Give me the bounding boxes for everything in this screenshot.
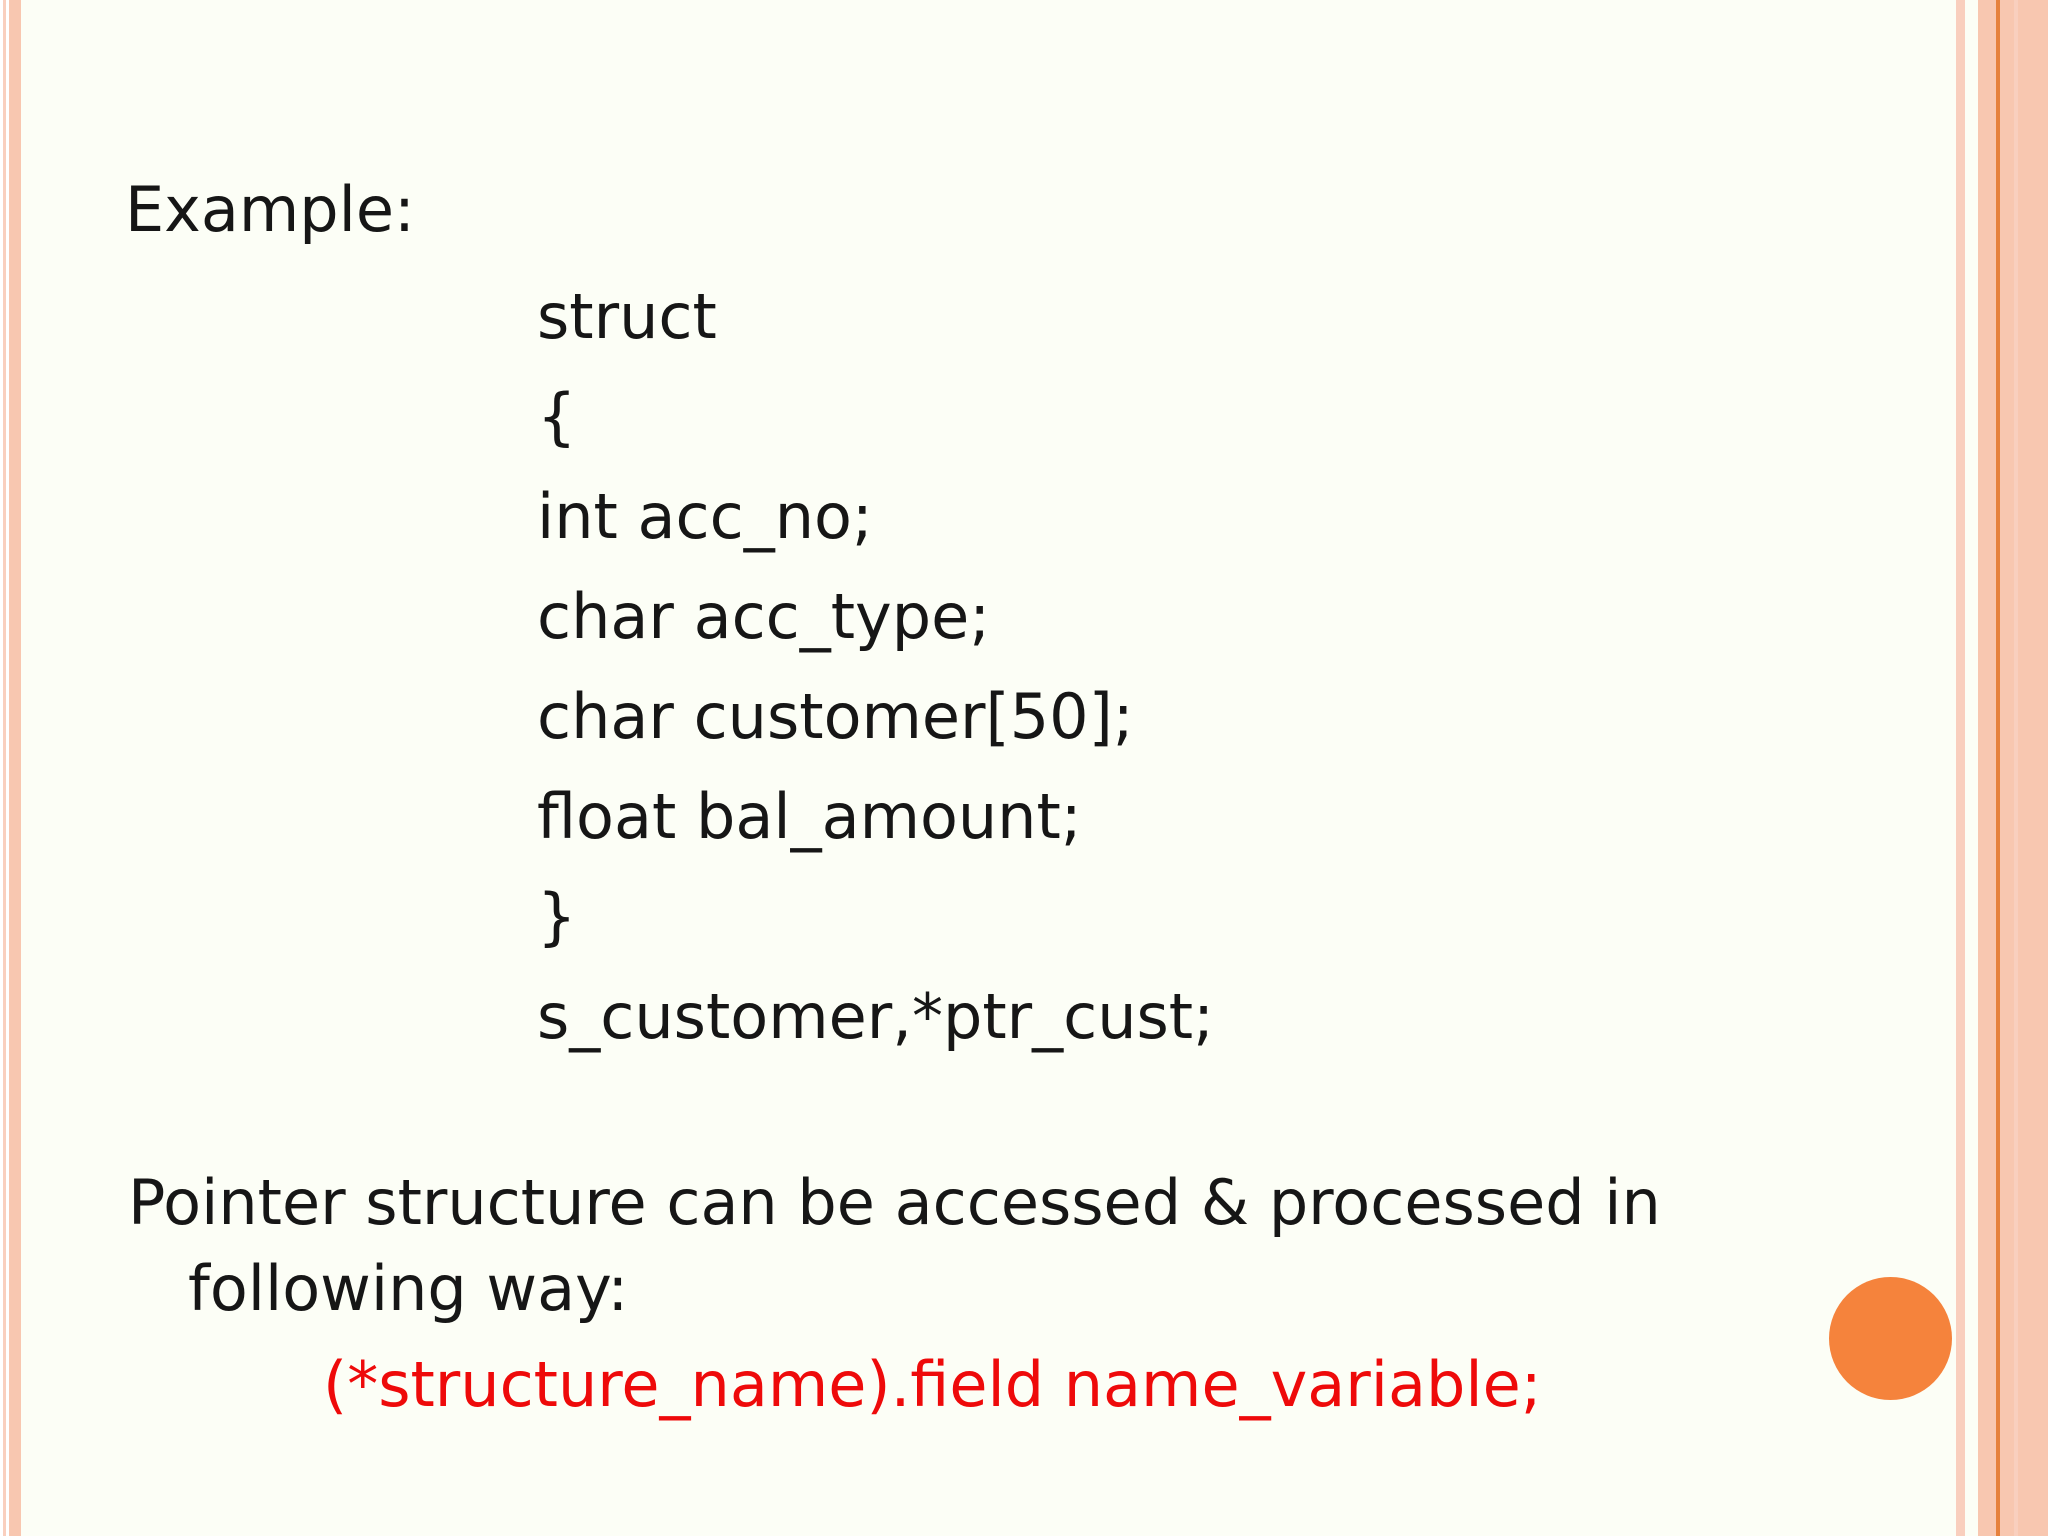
access-formula-text: (*structure_name).field name_variable; [323, 1348, 1542, 1421]
code-line-char-acc-type: char acc_type; [537, 580, 991, 653]
right-border-stripes [1956, 0, 2048, 1536]
code-line-open-brace: { [537, 380, 577, 453]
code-line-char-customer: char customer[50]; [537, 680, 1134, 753]
code-line-float-bal: float bal_amount; [537, 780, 1082, 853]
code-line-declaration: s_customer,*ptr_cust; [537, 980, 1215, 1053]
example-label: Example: [125, 173, 415, 246]
struct-code-block: struct { int acc_no; char acc_type; char… [537, 267, 1214, 1067]
pointer-structure-paragraph: Pointer structure can be accessed & proc… [128, 1160, 1661, 1332]
code-line-struct: struct [537, 280, 717, 353]
orange-circle-decoration [1829, 1277, 1952, 1400]
paragraph-line-2: following way: [188, 1252, 629, 1325]
code-line-int-acc-no: int acc_no; [537, 480, 873, 553]
paragraph-line-1: Pointer structure can be accessed & proc… [128, 1166, 1661, 1239]
left-border-stripes [0, 0, 21, 1536]
code-line-close-brace: } [537, 880, 577, 953]
